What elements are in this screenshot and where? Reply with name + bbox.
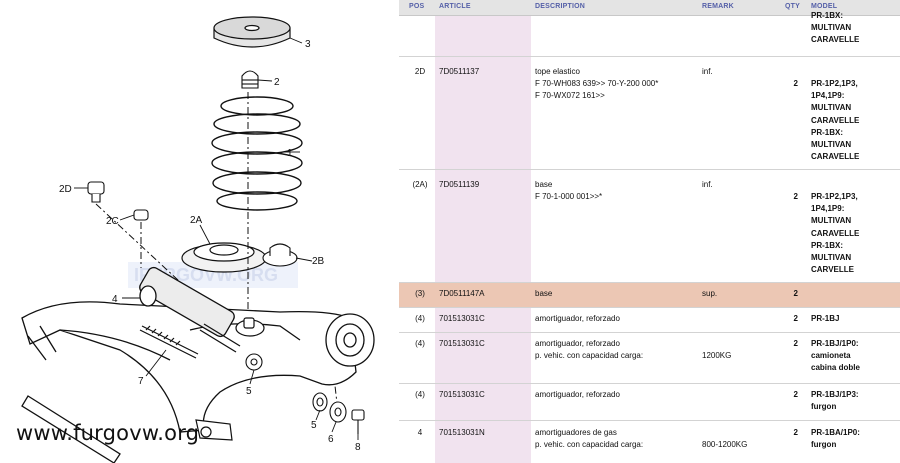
bump-stop-part: [241, 70, 259, 89]
site-watermark: www.furgovw.org: [16, 421, 200, 445]
cell-description: amortiguadores de gas p. vehic. con capa…: [535, 428, 644, 450]
cell-remark: 1200KG: [702, 351, 732, 361]
cell-description: base: [535, 289, 553, 298]
wheel-hub: [325, 313, 375, 367]
shock-absorber-part: [139, 266, 241, 353]
cell-article[interactable]: 701513031N: [439, 428, 485, 437]
cell-description: amortiguador, reforzado: [535, 390, 620, 399]
cell-pos: 4: [417, 428, 423, 437]
cell-qty: 2: [793, 339, 798, 348]
rubber-disc-part: [213, 16, 291, 48]
nut-part: [329, 401, 347, 423]
parts-diagram: IFURGOVW.ORG: [21, 16, 375, 463]
table-row: (4) 701513031C amortiguador, reforzado 2…: [399, 384, 900, 421]
callout-3: 3: [305, 39, 311, 50]
washer-part: [245, 353, 328, 412]
callout-5-lower: 5: [311, 420, 317, 431]
table-row: PR-1BX: MULTIVAN CARAVELLE: [399, 11, 900, 57]
cell-qty: 2: [793, 192, 798, 201]
cell-pos: (2A): [412, 180, 428, 189]
callout-2b: 2B: [312, 256, 325, 267]
table-row: 2D 7D0511137 tope elastico F 70-WH083 63…: [399, 57, 900, 170]
cell-description: amortiguador, reforzado p. vehic. con ca…: [535, 339, 644, 361]
cell-pos: (3): [415, 289, 425, 298]
callout-2: 2: [274, 77, 280, 88]
cell-qty: 2: [793, 79, 798, 88]
cell-description: base F 70-1-000 001>>*: [535, 180, 603, 202]
cell-remark: inf.: [702, 67, 713, 76]
spring-seat-part: [181, 242, 267, 273]
callout-2a: 2A: [190, 215, 203, 226]
header-pos: POS: [409, 3, 425, 10]
cell-model: PR-1BJ/1P0: camioneta cabina doble: [811, 339, 860, 373]
cell-model: PR-1BX: MULTIVAN CARAVELLE: [811, 11, 860, 45]
bolt-part: [351, 409, 365, 434]
cell-remark: sup.: [702, 289, 718, 298]
callout-6: 6: [328, 434, 334, 445]
callout-1: 1: [287, 148, 293, 159]
cell-article[interactable]: 701513031C: [439, 314, 485, 323]
stabiliser-bar: [21, 395, 121, 463]
header-qty: QTY: [785, 3, 800, 10]
cell-model: PR-1BJ/1P3: furgon: [811, 390, 859, 412]
header-model: MODEL: [811, 3, 838, 10]
table-header: POS ARTICLE DESCRIPTION REMARK QTY MODEL: [399, 0, 900, 16]
callout-8: 8: [355, 442, 361, 453]
cell-remark: 800-1200KG: [702, 440, 748, 450]
cell-description: tope elastico F 70-WH083 639>> 70-Y-200 …: [535, 67, 659, 101]
cell-model: PR-1BA/1P0: furgon: [811, 428, 860, 450]
callout-4: 4: [112, 294, 118, 305]
table-row: (2A) 7D0511139 base F 70-1-000 001>>* in…: [399, 170, 900, 283]
table-row-highlighted: (3) 7D0511147A base sup. 2: [399, 283, 900, 308]
trailing-arm: [21, 301, 357, 433]
cell-article[interactable]: 701513031C: [439, 390, 485, 399]
header-remark: REMARK: [702, 3, 734, 10]
callout-7: 7: [138, 376, 144, 387]
cell-article[interactable]: 7D0511139: [439, 180, 480, 189]
cell-article[interactable]: 701513031C: [439, 339, 485, 348]
cell-description: amortiguador, reforzado: [535, 314, 620, 323]
rubber-buffer-part: [87, 181, 105, 203]
cell-model: PR-1P2,1P3, 1P4,1P9: MULTIVAN CARAVELLE …: [811, 192, 860, 275]
cell-article[interactable]: 7D0511147A: [435, 283, 531, 307]
leader-lines: [74, 37, 359, 440]
coil-spring-part: [211, 96, 303, 211]
cell-pos: (4): [415, 390, 425, 399]
cell-pos: (4): [415, 314, 425, 323]
block-part: [133, 209, 149, 221]
table-row: (4) 701513031C amortiguador, reforzado 2…: [399, 308, 900, 333]
cup-part: [262, 243, 298, 267]
callout-2d: 2D: [59, 184, 72, 195]
cell-pos: (4): [415, 339, 425, 348]
cell-article[interactable]: 7D0511137: [439, 67, 480, 76]
callout-labels: 3 2 1 2D 2C 2A 2B 4 7 5 6 5 8: [59, 39, 361, 453]
article-column-shade: [435, 15, 531, 463]
header-article: ARTICLE: [439, 3, 471, 10]
rod-part: [139, 325, 199, 359]
mount-pad: [235, 317, 265, 337]
cell-qty: 2: [793, 314, 798, 323]
callout-2c: 2C: [106, 216, 119, 227]
callout-5-upper: 5: [246, 386, 252, 397]
cell-remark: inf.: [702, 180, 713, 189]
cell-pos: 2D: [414, 67, 426, 76]
bracket: [195, 419, 233, 441]
parts-table: POS ARTICLE DESCRIPTION REMARK QTY MODEL…: [399, 0, 900, 463]
table-row: 4 701513031N amortiguadores de gas p. ve…: [399, 421, 900, 463]
cell-qty: 2: [793, 289, 798, 298]
table-row: (4) 701513031C amortiguador, reforzado p…: [399, 333, 900, 384]
cell-model: PR-1BJ: [811, 314, 840, 323]
cell-qty: 2: [793, 428, 798, 437]
cell-model: PR-1P2,1P3, 1P4,1P9: MULTIVAN CARAVELLE …: [811, 79, 860, 162]
header-description: DESCRIPTION: [535, 3, 586, 10]
cell-qty: 2: [793, 390, 798, 399]
